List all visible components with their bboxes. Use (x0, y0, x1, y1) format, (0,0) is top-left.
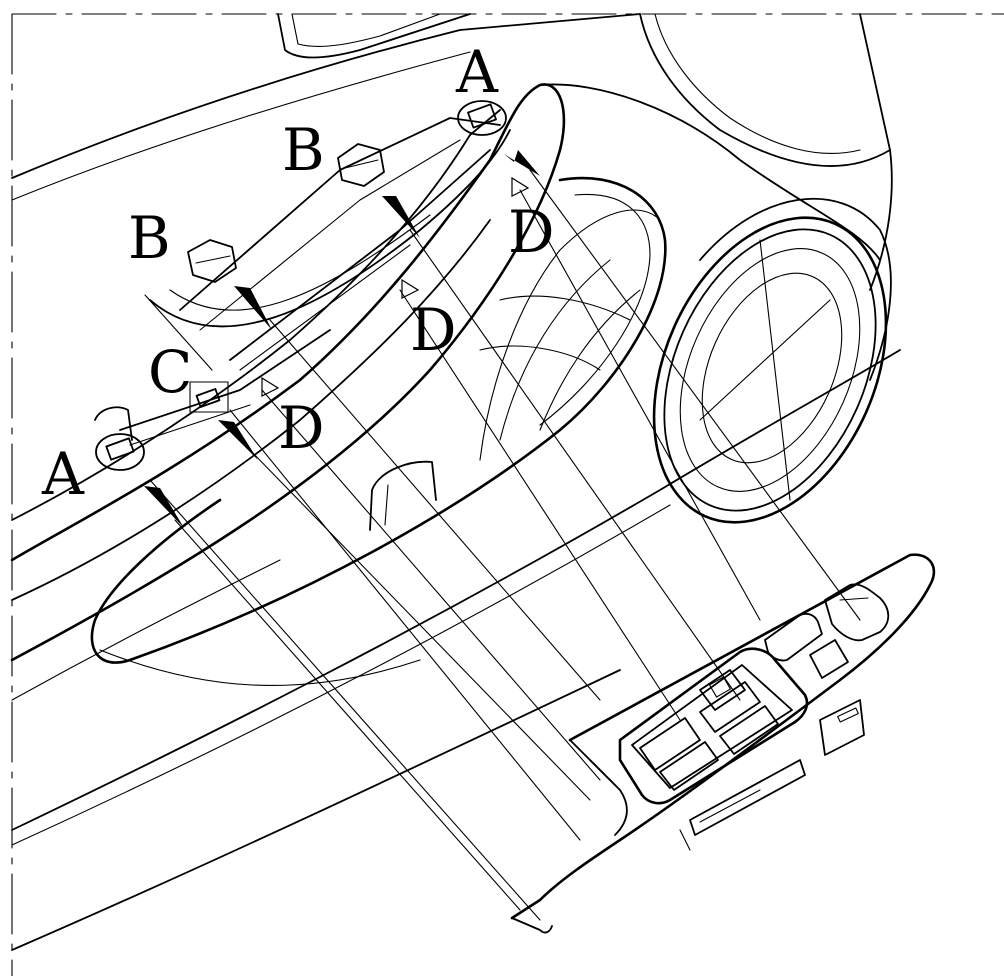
clip-b-upper (337, 143, 385, 187)
handle-recess-detail (119, 117, 511, 446)
clip-c (189, 381, 229, 413)
arrow-c (218, 420, 258, 460)
label-d-top: D (508, 198, 555, 266)
drawing-frame (11, 13, 1004, 976)
arrow-a-left (144, 486, 184, 528)
arrow-d-middle (401, 278, 420, 299)
clip-a-left (94, 406, 145, 471)
leader-lines (149, 169, 861, 921)
door-upper-rail (11, 13, 641, 201)
door-trim-body (10, 83, 881, 664)
door-pocket (369, 209, 661, 531)
label-a-top: A (455, 38, 499, 106)
door-upper-trim-panel (639, 13, 893, 291)
label-b-lower: B (128, 204, 171, 272)
pointer-arrows (144, 150, 540, 528)
power-window-switch-panel (510, 553, 936, 934)
label-a-left: A (41, 440, 85, 508)
clip-b-lower (187, 239, 237, 283)
arrow-b-upper (382, 196, 420, 238)
label-c: C (148, 338, 192, 406)
speaker-grille (652, 197, 892, 524)
arrow-d-lower (261, 376, 280, 397)
arrow-a-top (504, 150, 540, 176)
arrow-d-top (511, 176, 530, 197)
clip-a-top (457, 100, 507, 136)
arrow-b-lower (234, 286, 272, 330)
label-b-upper: B (282, 116, 325, 184)
label-d-middle: D (410, 296, 457, 364)
label-d-lower: D (278, 394, 325, 462)
